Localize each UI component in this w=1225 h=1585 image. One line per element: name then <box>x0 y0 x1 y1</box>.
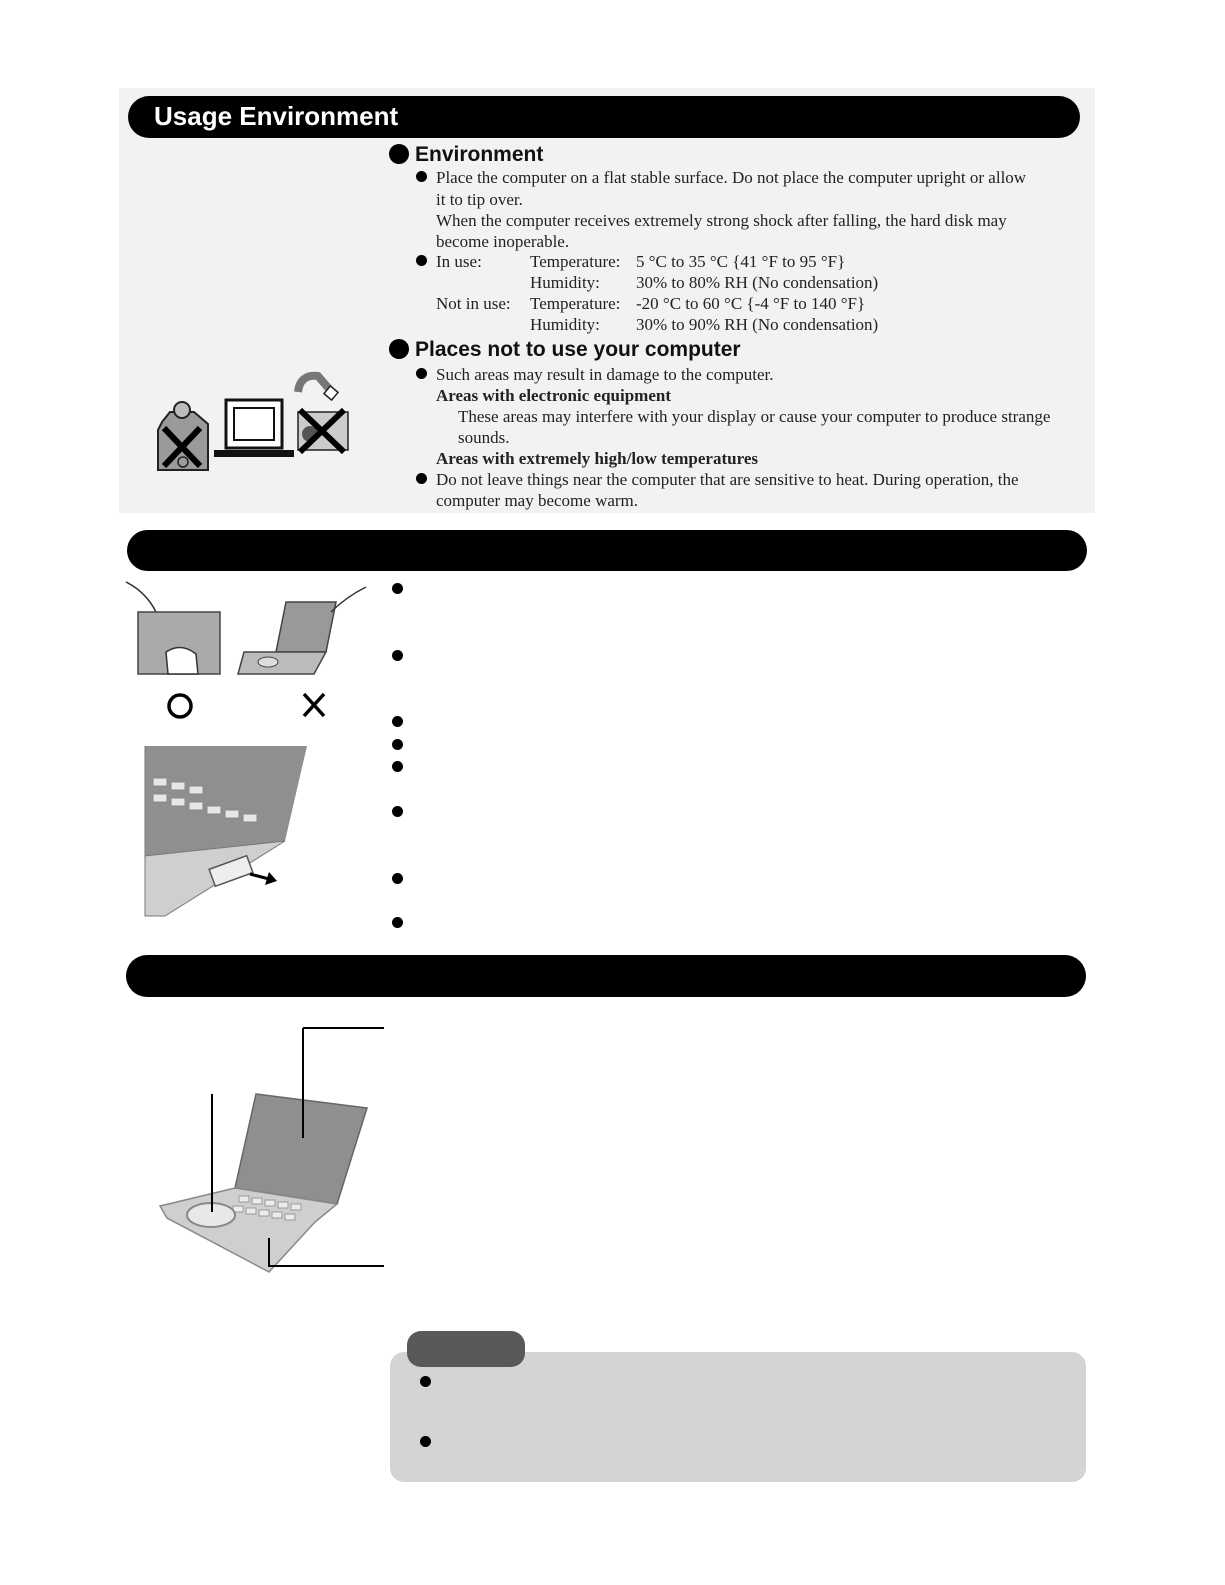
not-in-use-label: Not in use: <box>436 294 511 313</box>
kettle-icon <box>157 401 209 471</box>
magnet-icon <box>294 371 349 455</box>
banner-title: Usage Environment <box>154 101 399 131</box>
places-para-line: sounds. <box>458 428 510 447</box>
heading-bullet-icon <box>389 144 409 164</box>
note-box <box>390 1352 1086 1482</box>
bullet-icon <box>392 716 403 727</box>
bullet-icon <box>416 368 427 379</box>
bullet-icon <box>416 473 427 484</box>
bullet-icon <box>392 806 403 817</box>
environment-para-line: it to tip over. <box>436 190 523 209</box>
environment-para-line: When the computer receives extremely str… <box>436 211 1007 230</box>
section-banner-usage-environment: Usage Environment <box>128 96 1080 138</box>
section-banner-2 <box>127 530 1087 571</box>
humidity-label: Humidity: <box>530 273 600 292</box>
closed-laptop-held-icon <box>125 581 221 675</box>
card-removal-illustration <box>144 746 307 917</box>
humidity-label: Humidity: <box>530 315 600 334</box>
environment-para-line: Place the computer on a flat stable surf… <box>436 168 1027 187</box>
environment-heading: Environment <box>389 143 543 167</box>
places-heading: Places not to use your computer <box>389 338 741 362</box>
open-laptop-held-by-lid-icon <box>237 586 367 675</box>
bullet-icon <box>392 873 403 884</box>
not-in-use-temperature: -20 °C to 60 °C {-4 °F to 140 °F} <box>636 294 866 313</box>
carry-illustration <box>125 581 367 719</box>
places-subheading: Areas with extremely high/low temperatur… <box>436 449 758 468</box>
bullet-icon <box>392 917 403 928</box>
places-para-line: Such areas may result in damage to the c… <box>436 365 774 384</box>
not-in-use-humidity: 30% to 90% RH (No condensation) <box>636 315 879 334</box>
circle-ok-icon <box>167 693 193 719</box>
note-tab <box>407 1331 525 1367</box>
bullet-icon <box>416 255 427 266</box>
in-use-label: In use: <box>436 252 482 271</box>
bullet-icon <box>420 1436 431 1447</box>
section-banner-3 <box>126 955 1086 997</box>
laptop-icon <box>214 398 294 457</box>
places-illustration <box>157 371 349 471</box>
bullet-icon <box>420 1376 431 1387</box>
heading-bullet-icon <box>389 339 409 359</box>
temperature-label: Temperature: <box>530 252 621 271</box>
bullet-icon <box>392 650 403 661</box>
places-para-line: computer may become warm. <box>436 491 639 510</box>
in-use-humidity: 30% to 80% RH (No condensation) <box>636 273 879 292</box>
in-use-temperature: 5 °C to 35 °C {41 °F to 95 °F} <box>636 252 846 271</box>
bullet-icon <box>392 583 403 594</box>
environment-para-line: become inoperable. <box>436 232 570 251</box>
temperature-label: Temperature: <box>530 294 621 313</box>
cross-ng-icon <box>302 692 326 718</box>
places-para-line: Do not leave things near the computer th… <box>436 470 1019 489</box>
places-para-line: These areas may interfere with your disp… <box>458 407 1051 426</box>
places-subheading: Areas with electronic equipment <box>436 386 671 405</box>
bullet-icon <box>416 171 427 182</box>
bullet-icon <box>392 739 403 750</box>
bullet-icon <box>392 761 403 772</box>
laptop-parts-diagram <box>158 1027 384 1273</box>
